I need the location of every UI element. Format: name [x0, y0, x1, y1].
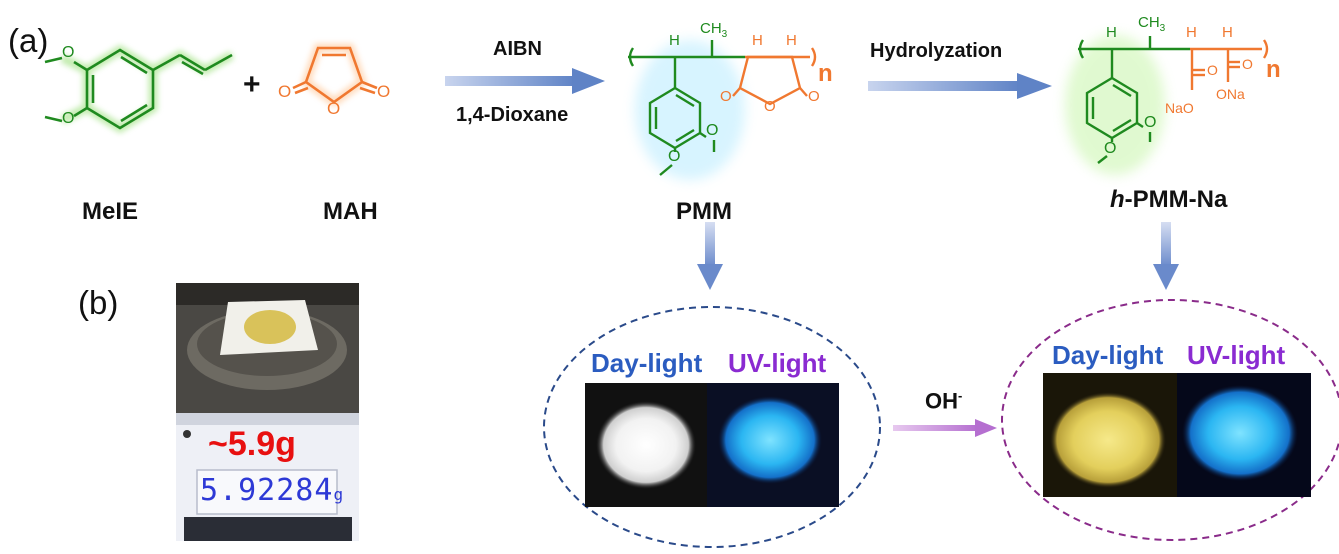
panel-b-label: (b)	[78, 284, 119, 321]
pmm-ch3: CH3	[700, 20, 727, 40]
hpmm-uvlight-label: UV-light	[1187, 340, 1286, 370]
oh-arrow	[893, 419, 997, 437]
hpmm-methoxy-o-1: O	[1144, 114, 1157, 131]
pmm-methoxy-o-1: O	[706, 122, 719, 139]
hpmm-n-subscript: n	[1266, 56, 1281, 83]
plus-sign: +	[243, 68, 261, 101]
hpmm-name-rest: -PMM-Na	[1124, 186, 1228, 213]
pmm-name: PMM	[676, 198, 732, 225]
pmm-ch3-text: CH	[700, 20, 722, 37]
hpmm-h-atom: H	[1106, 24, 1117, 41]
pmm-oxygen-left: O	[720, 88, 732, 105]
pmm-uvlight-label: UV-light	[728, 348, 827, 378]
hpmm-dashed-circle	[1001, 299, 1339, 541]
meie-structure	[44, 44, 235, 134]
reaction-arrow-1	[445, 68, 605, 94]
hpmm-uvlight-photo	[1177, 373, 1311, 497]
pmm-structure	[628, 40, 817, 180]
pmm-oxygen-right: O	[808, 88, 820, 105]
hpmm-h-atom-3: H	[1222, 24, 1233, 41]
hpmm-ona: ONa	[1216, 86, 1245, 102]
pmm-h-atom-2: H	[752, 32, 763, 49]
reaction-arrow-2	[868, 73, 1052, 99]
pmm-daylight-label: Day-light	[591, 348, 703, 378]
balance-reading: 5.92284	[200, 473, 334, 508]
down-arrow-pmm	[697, 222, 723, 290]
pmm-h-atom-3: H	[786, 32, 797, 49]
pmm-methoxy-o-2: O	[668, 148, 681, 165]
hpmm-daylight-photo	[1043, 373, 1177, 497]
hpmm-carbonyl-o-2: O	[1242, 56, 1253, 72]
hpmm-structure	[1065, 35, 1269, 175]
hydroxide-label: OH-	[925, 388, 962, 414]
balance-photo	[176, 283, 359, 541]
meie-oxygen-2: O	[62, 110, 75, 127]
pmm-ch3-sub: 3	[721, 29, 728, 40]
pmm-daylight-photo	[585, 383, 707, 507]
pmm-uvlight-photo	[707, 383, 839, 507]
balance-unit: g	[333, 485, 344, 504]
meie-oxygen-1: O	[62, 44, 75, 61]
pmm-h-atom: H	[669, 32, 680, 49]
hpmm-ch3: CH3	[1138, 14, 1165, 34]
step1-solvent: 1,4-Dioxane	[456, 104, 569, 126]
mass-annotation: ~5.9g	[208, 425, 296, 463]
hpmm-carbonyl-o-1: O	[1207, 62, 1218, 78]
oh-charge: -	[958, 388, 963, 403]
pmm-oxygen-ring: O	[764, 98, 776, 115]
step1-reagent: AIBN	[493, 38, 542, 60]
hpmm-ch3-sub: 3	[1159, 23, 1166, 34]
pmm-dashed-circle	[543, 306, 881, 548]
mah-oxygen-ring: O	[327, 99, 341, 118]
mah-oxygen-left: O	[278, 82, 292, 101]
hpmm-nao: NaO	[1165, 100, 1194, 116]
hpmm-ch3-text: CH	[1138, 14, 1160, 31]
mah-name: MAH	[323, 198, 378, 225]
down-arrow-hpmm	[1153, 222, 1179, 290]
hpmm-name: h-PMM-Na	[1110, 186, 1227, 214]
pmm-n-subscript: n	[818, 60, 833, 87]
panel-a-label: (a)	[8, 22, 49, 59]
mah-structure	[292, 43, 378, 108]
meie-name: MeIE	[82, 198, 139, 225]
oh-text: OH	[925, 388, 958, 414]
balance-display: 5.92284g	[200, 473, 343, 511]
hpmm-name-prefix: h	[1110, 186, 1125, 213]
hpmm-methoxy-o-2: O	[1104, 140, 1117, 157]
step2-condition: Hydrolyzation	[870, 40, 1003, 62]
hpmm-h-atom-2: H	[1186, 24, 1197, 41]
mah-oxygen-right: O	[377, 82, 391, 101]
hpmm-daylight-label: Day-light	[1052, 340, 1164, 370]
